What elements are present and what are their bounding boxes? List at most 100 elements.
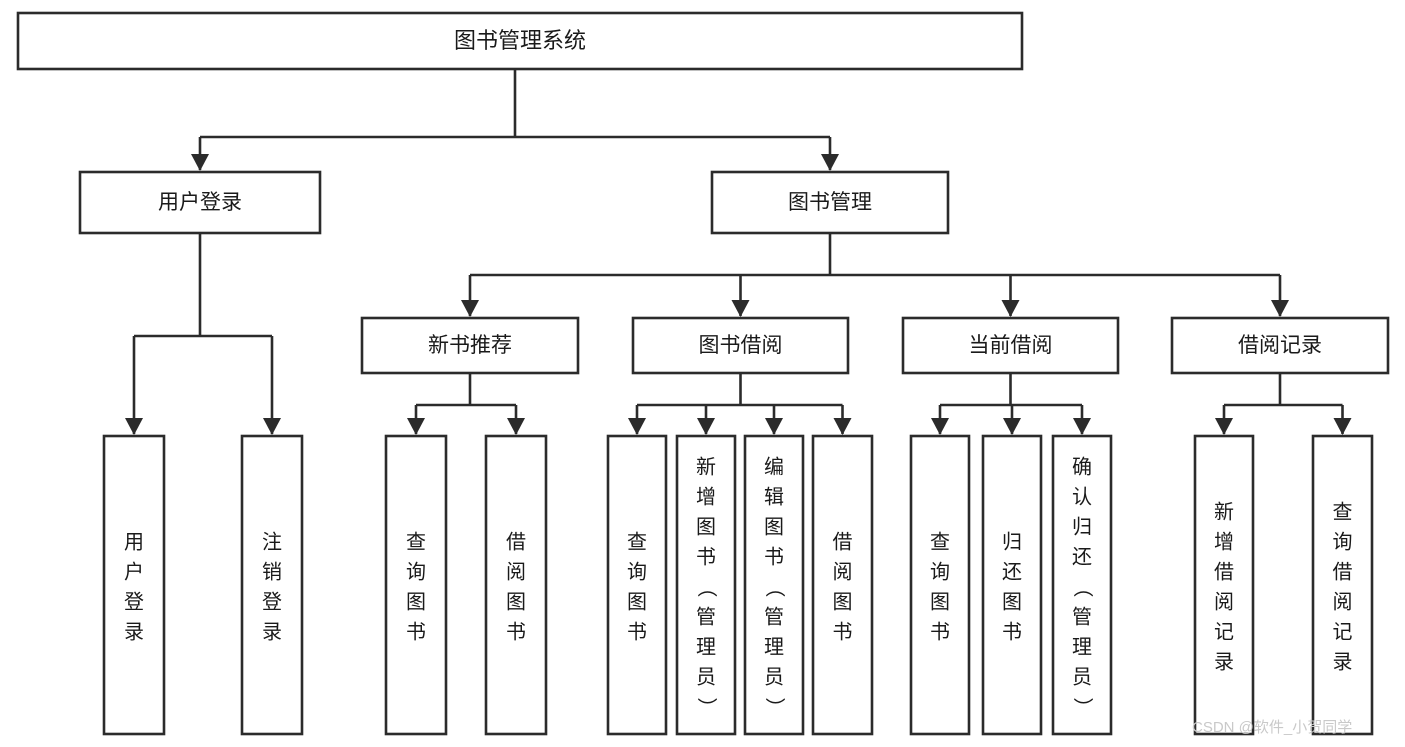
- node-label-leaf-current-return-book-char-3: 书: [1002, 620, 1022, 643]
- node-label-leaf-current-confirm-return-char-2: 归: [1072, 515, 1092, 538]
- node-label-leaf-current-confirm-return-char-8: ）: [1071, 697, 1094, 717]
- node-label-user-login: 用户登录: [158, 191, 242, 214]
- node-label-leaf-record-add-char-1: 增: [1214, 530, 1234, 553]
- node-box-leaf-borrow-borrow-book: [811, 434, 874, 736]
- node-label-leaf-borrow-edit-book-char-3: 书: [764, 545, 784, 568]
- node-box-book-manage: [710, 170, 950, 235]
- node-label-leaf-current-confirm-return-char-0: 确: [1072, 455, 1092, 478]
- node-new-book-recommend[interactable]: 新书推荐: [360, 316, 580, 375]
- node-label-leaf-current-query-book-char-1: 询: [930, 560, 950, 583]
- node-label-leaf-current-return-book-char-1: 还: [1002, 560, 1022, 583]
- node-box-leaf-logout: [240, 434, 304, 736]
- node-label-leaf-current-return-book-char-2: 图: [1002, 591, 1022, 613]
- node-label-leaf-user-login-char-0: 用: [124, 531, 144, 553]
- node-box-new-book-recommend: [360, 316, 580, 375]
- node-label-leaf-borrow-borrow-book-char-0: 借: [833, 530, 853, 553]
- node-box-leaf-current-confirm-return: [1051, 434, 1113, 736]
- node-box-leaf-recommend-borrow-book: [484, 434, 548, 736]
- node-box-leaf-borrow-add-book: [675, 434, 737, 736]
- node-book-manage[interactable]: 图书管理: [710, 170, 950, 235]
- node-label-leaf-current-query-book-char-0: 查: [930, 530, 950, 553]
- node-label-leaf-borrow-edit-book-char-8: ）: [763, 697, 786, 717]
- node-label-leaf-borrow-borrow-book-char-2: 图: [833, 591, 853, 613]
- node-label-book-borrow: 图书借阅: [699, 334, 783, 357]
- arrow-to-leaf-borrow-add-book: [697, 418, 715, 435]
- arrow-to-leaf-record-add: [1215, 418, 1233, 435]
- node-label-leaf-borrow-add-book-char-8: ）: [695, 697, 718, 717]
- node-label-leaf-borrow-add-book-char-7: 员: [696, 666, 716, 688]
- arrow-to-leaf-current-return-book: [1003, 418, 1021, 435]
- node-box-book-borrow: [631, 316, 850, 375]
- arrow-to-leaf-logout: [263, 418, 281, 435]
- node-label-leaf-current-confirm-return-char-5: 管: [1072, 605, 1092, 628]
- node-label-leaf-borrow-edit-book-char-1: 辑: [764, 485, 784, 508]
- node-label-leaf-record-query-char-5: 录: [1333, 651, 1353, 673]
- node-label-leaf-record-add-char-4: 记: [1214, 620, 1234, 643]
- node-borrow-record[interactable]: 借阅记录: [1170, 316, 1390, 375]
- node-book-borrow[interactable]: 图书借阅: [631, 316, 850, 375]
- node-label-leaf-record-add-char-2: 借: [1214, 560, 1234, 583]
- node-label-leaf-recommend-borrow-book-char-0: 借: [506, 530, 526, 553]
- node-box-root: [16, 11, 1024, 71]
- node-label-leaf-borrow-add-book-char-4: （: [695, 577, 718, 597]
- node-box-leaf-current-query-book: [909, 434, 971, 736]
- node-label-leaf-current-confirm-return-char-4: （: [1071, 577, 1094, 597]
- node-box-leaf-record-query: [1311, 434, 1374, 736]
- node-label-leaf-record-query-char-3: 阅: [1333, 590, 1353, 613]
- arrow-to-leaf-user-login: [125, 418, 143, 435]
- node-label-book-manage: 图书管理: [788, 191, 872, 214]
- arrow-to-leaf-borrow-borrow-book: [833, 418, 852, 435]
- node-label-leaf-user-login-char-2: 登: [124, 590, 144, 613]
- node-label-leaf-recommend-query-book-char-1: 询: [406, 560, 426, 583]
- node-label-leaf-recommend-query-book-char-0: 查: [406, 530, 426, 553]
- node-box-leaf-record-add: [1193, 434, 1255, 736]
- node-box-current-borrow: [901, 316, 1120, 375]
- arrow-to-leaf-current-confirm-return: [1073, 418, 1091, 435]
- node-label-leaf-record-add-char-0: 新: [1214, 500, 1234, 523]
- node-label-leaf-borrow-add-book-char-1: 增: [696, 485, 716, 508]
- node-label-leaf-borrow-edit-book-char-7: 员: [764, 666, 784, 688]
- node-label-leaf-current-query-book-char-2: 图: [930, 591, 950, 613]
- node-label-leaf-record-add-char-5: 录: [1214, 651, 1234, 673]
- node-label-leaf-record-query-char-4: 记: [1333, 620, 1353, 643]
- node-label-leaf-logout-char-1: 销: [262, 560, 282, 583]
- node-label-leaf-borrow-add-book-char-6: 理: [696, 636, 716, 658]
- arrow-to-leaf-borrow-edit-book: [765, 418, 783, 435]
- csdn-watermark: CSDN @软件_小贺同学: [1192, 719, 1352, 736]
- node-label-leaf-logout-char-2: 登: [262, 590, 282, 613]
- arrow-to-user-login: [191, 154, 209, 171]
- arrow-to-leaf-recommend-query-book: [407, 418, 425, 435]
- node-box-borrow-record: [1170, 316, 1390, 375]
- node-label-leaf-current-confirm-return-char-7: 员: [1072, 666, 1092, 688]
- node-box-leaf-recommend-query-book: [384, 434, 448, 736]
- node-label-leaf-record-query-char-0: 查: [1333, 500, 1353, 523]
- node-current-borrow[interactable]: 当前借阅: [901, 316, 1120, 375]
- arrow-to-current-borrow: [1001, 300, 1020, 317]
- node-label-leaf-recommend-borrow-book-char-3: 书: [506, 620, 526, 643]
- node-label-leaf-borrow-edit-book-char-6: 理: [764, 636, 784, 658]
- node-label-leaf-current-query-book-char-3: 书: [930, 620, 950, 643]
- node-label-leaf-current-confirm-return-char-1: 认: [1072, 485, 1092, 508]
- node-box-leaf-borrow-edit-book: [743, 434, 805, 736]
- node-user-login[interactable]: 用户登录: [78, 170, 322, 235]
- node-root[interactable]: 图书管理系统: [16, 11, 1024, 71]
- node-boxes: 图书管理系统用户登录图书管理新书推荐图书借阅当前借阅借阅记录用户登录注销登录查询…: [16, 11, 1390, 736]
- node-label-leaf-borrow-add-book-char-5: 管: [696, 605, 716, 628]
- arrow-to-leaf-recommend-borrow-book: [507, 418, 525, 435]
- node-label-leaf-borrow-edit-book-char-4: （: [763, 577, 786, 597]
- node-leaf-user-login[interactable]: 用户登录: [102, 434, 166, 736]
